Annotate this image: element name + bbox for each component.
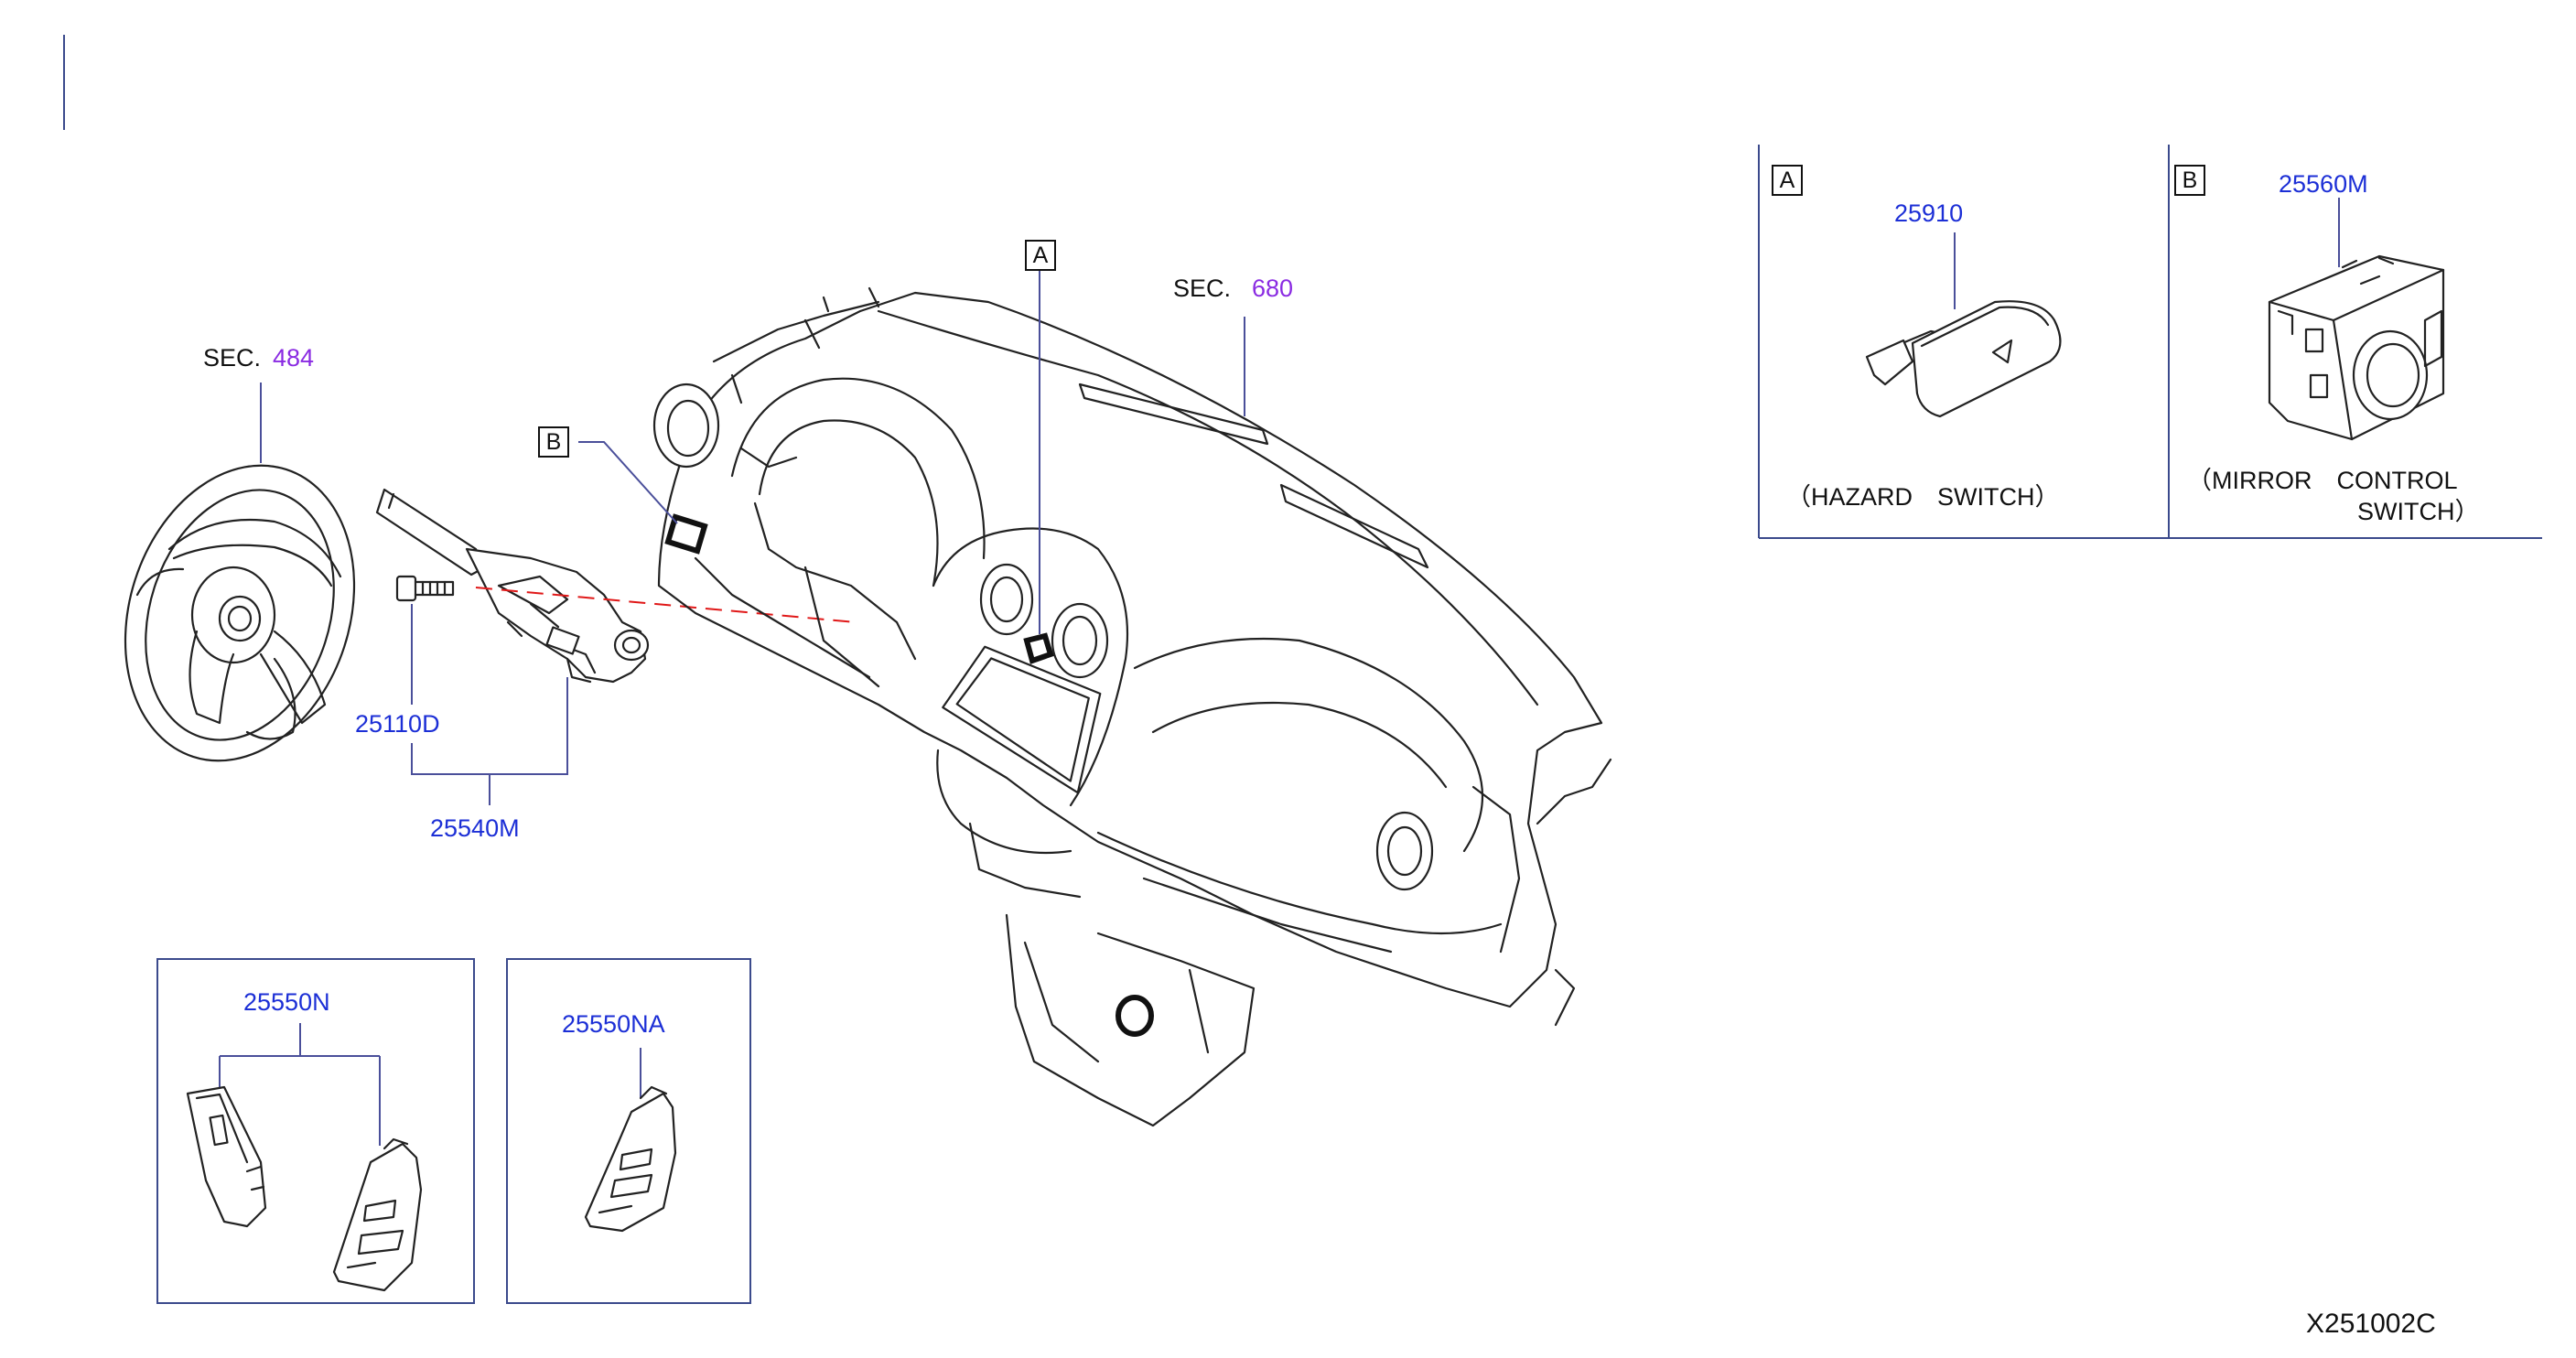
hidden-line-to-dashboard: [475, 587, 857, 623]
mirror-control-switch-illustration: [2268, 254, 2445, 441]
callout-a[interactable]: A: [1025, 240, 1056, 271]
part-25550n[interactable]: 25550N: [243, 988, 330, 1016]
hazard-switch-illustration: [1865, 300, 2062, 418]
location-b-mirror-switch: [664, 513, 708, 555]
inset-a-letter: A: [1772, 165, 1803, 196]
steering-switch-right-illustration: [332, 1137, 423, 1292]
mirror-switch-caption-line2: SWITCH）: [2357, 498, 2480, 525]
mirror-switch-caption-line1: （MIRROR CONTROL: [2187, 467, 2458, 494]
part-25560m[interactable]: 25560M: [2279, 170, 2368, 198]
hazard-switch-caption: （HAZARD SWITCH）: [1786, 483, 2060, 511]
sec-680-prefix: SEC.: [1173, 275, 1232, 302]
steering-wheel-illustration: [124, 464, 356, 762]
part-25540m[interactable]: 25540M: [430, 814, 520, 842]
dashboard-illustration: [652, 286, 1612, 1127]
inset-25550na-frame: [506, 958, 751, 1304]
steering-switch-left-illustration: [186, 1085, 267, 1228]
diagram-code: X251002C: [2306, 1309, 2436, 1339]
leader-25550n: [219, 1023, 381, 1146]
bolt-illustration: [395, 575, 455, 602]
inset-25550n-frame: [156, 958, 475, 1304]
part-25110d[interactable]: 25110D: [355, 710, 440, 738]
part-25910[interactable]: 25910: [1894, 199, 1964, 227]
callout-b[interactable]: B: [538, 426, 569, 458]
inset-b-letter: B: [2174, 165, 2205, 196]
inset-frames: [1758, 145, 2542, 539]
sec-484-prefix: SEC.: [203, 344, 262, 372]
sec-680-number[interactable]: 680: [1252, 275, 1294, 302]
steering-switch-alt-illustration: [584, 1085, 677, 1233]
sec-484-number[interactable]: 484: [273, 344, 315, 372]
part-25550na[interactable]: 25550NA: [562, 1010, 665, 1038]
combination-switch-illustration: [375, 488, 650, 684]
leader-callout-b: [578, 441, 678, 524]
location-a-hazard-switch: [1023, 632, 1054, 664]
